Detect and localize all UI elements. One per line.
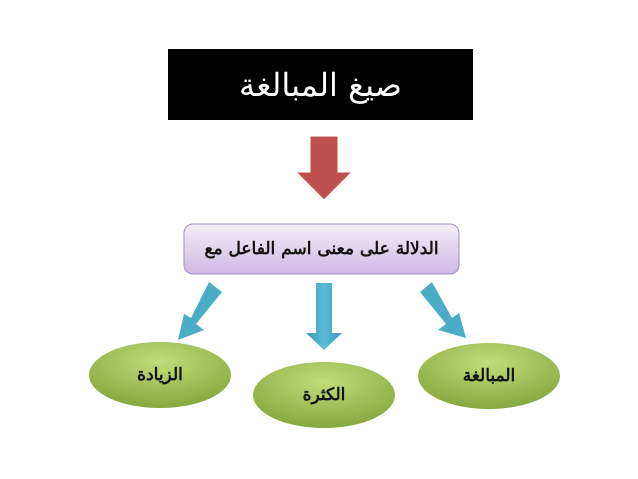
branch-ellipse-middle xyxy=(253,362,395,428)
subtitle-text: الدلالة على معنى اسم الفاعل مع xyxy=(204,239,439,259)
blue-arrow-middle xyxy=(306,283,342,350)
branch-ellipse-left xyxy=(89,342,231,408)
branch-label-left: الزيادة xyxy=(137,365,183,385)
branch-ellipse-right xyxy=(418,343,560,409)
blue-arrow-left xyxy=(178,282,222,340)
branch-label-right: المبالغة xyxy=(462,366,516,386)
blue-arrow-right xyxy=(420,282,466,338)
branch-label-middle: الكثرة xyxy=(302,385,346,405)
title-box xyxy=(168,49,473,120)
title-text: صيغ المبالغة xyxy=(239,65,402,104)
subtitle-box xyxy=(183,223,460,275)
red-down-arrow xyxy=(294,135,354,201)
